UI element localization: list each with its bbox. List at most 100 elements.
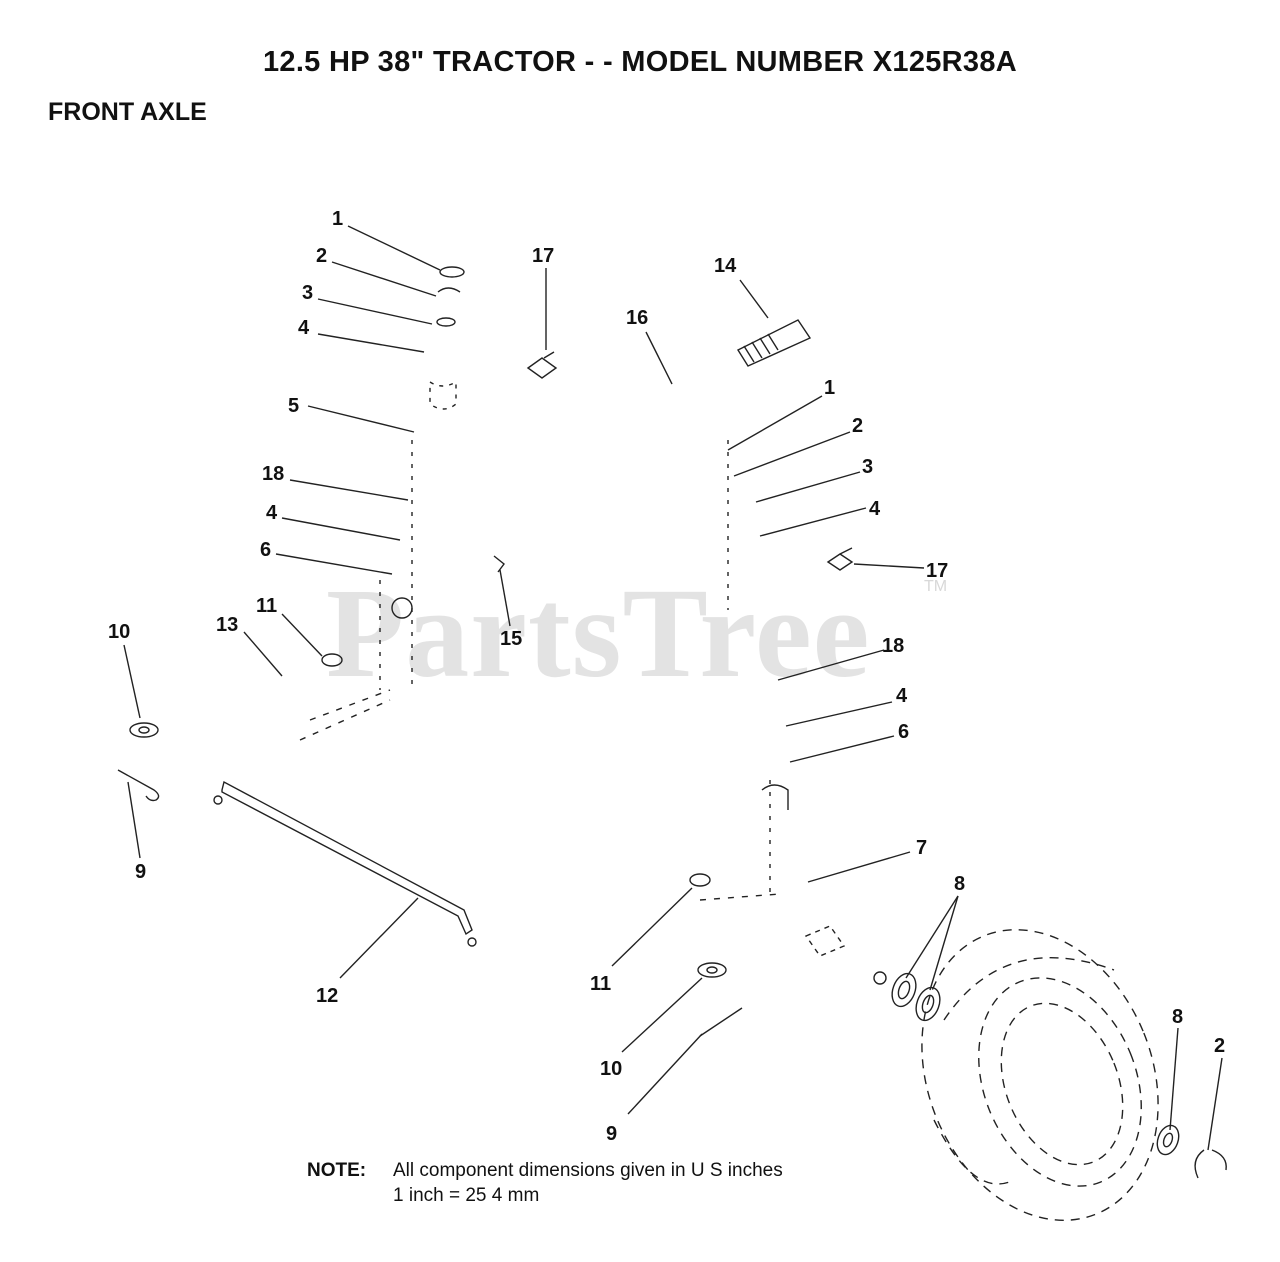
leader-line <box>611 887 693 967</box>
callout-label: 6 <box>260 539 271 561</box>
leader-line <box>1169 1027 1179 1131</box>
leader-line <box>307 405 415 433</box>
callout-label: 2 <box>316 245 327 267</box>
callout-label: 1 <box>332 208 343 230</box>
leader-line <box>289 479 409 501</box>
leader-line <box>789 735 895 763</box>
washer-part <box>1162 1132 1174 1148</box>
callout-label: 4 <box>298 317 310 339</box>
leader-line <box>905 895 959 979</box>
leader-line <box>627 1033 703 1115</box>
note-label: NOTE: <box>307 1160 367 1181</box>
pin-part <box>493 555 505 573</box>
washer-part <box>129 722 159 738</box>
washer-part <box>897 980 911 1000</box>
leader-line <box>733 431 851 477</box>
spindle-part <box>727 440 771 900</box>
leader-line <box>853 563 925 569</box>
callout-label: 7 <box>916 837 927 859</box>
washer-part <box>891 972 917 1008</box>
note-line-2: 1 inch = 25 4 mm <box>393 1185 540 1206</box>
callout-label: 8 <box>1172 1006 1183 1028</box>
bearing-part <box>873 971 887 985</box>
bolt-part <box>736 319 812 367</box>
washer-part <box>1156 1124 1180 1156</box>
wheel-part <box>921 929 1159 1221</box>
callout-label: 5 <box>288 395 299 417</box>
callout-label: 2 <box>1214 1035 1225 1057</box>
washer-part <box>697 962 727 978</box>
callout-label: 11 <box>590 973 611 995</box>
callout-label: 15 <box>500 628 522 650</box>
bushing-part <box>391 597 413 619</box>
leader-line <box>317 333 425 353</box>
callout-label: 9 <box>606 1123 617 1145</box>
cotter-pin-part <box>699 1007 743 1037</box>
leader-line <box>499 569 511 627</box>
bushing-part <box>429 380 457 410</box>
leader-line <box>331 261 437 297</box>
callout-label: 18 <box>882 635 904 657</box>
callout-label: 14 <box>714 255 737 277</box>
section-title: FRONT AXLE <box>48 98 207 126</box>
axle-arm <box>699 893 781 901</box>
leader-line <box>785 701 893 727</box>
leader-line <box>347 225 441 271</box>
retaining-ring-part <box>1194 1149 1227 1179</box>
fitting-part <box>826 547 854 571</box>
leader-line <box>645 331 673 385</box>
callout-label: 17 <box>532 245 554 267</box>
nut-part <box>689 873 711 887</box>
callout-label: 16 <box>626 307 648 329</box>
leader-line <box>621 977 703 1053</box>
tie-rod-end <box>467 937 477 947</box>
leader-line <box>929 895 959 991</box>
page-title: 12.5 HP 38" TRACTOR - - MODEL NUMBER X12… <box>262 46 1018 78</box>
leader-line <box>275 553 393 575</box>
washer-part <box>138 726 150 734</box>
fitting-part <box>526 351 558 379</box>
callout-label: 4 <box>266 502 278 524</box>
callout-label: 8 <box>954 873 965 895</box>
cotter-pin-part <box>117 769 160 802</box>
callout-label: 6 <box>898 721 909 743</box>
callout-label: 12 <box>316 985 338 1007</box>
callout-label: 2 <box>852 415 863 437</box>
callout-label: 4 <box>869 498 881 520</box>
note-text-1: All component dimensions given in U S in… <box>393 1160 783 1181</box>
leader-line <box>243 631 283 677</box>
leader-line <box>777 649 885 681</box>
leader-line <box>339 897 419 979</box>
callout-label: 17 <box>926 560 948 582</box>
leader-line <box>127 781 141 859</box>
callout-label: 18 <box>262 463 284 485</box>
callout-label: 10 <box>108 621 130 643</box>
leader-line <box>281 517 401 541</box>
washer-part <box>706 966 718 974</box>
callout-label: 3 <box>862 456 873 478</box>
leader-line <box>807 851 911 883</box>
leader-line <box>727 395 823 451</box>
washer-part <box>439 266 465 278</box>
leader-line <box>739 279 769 319</box>
note-line-1: NOTE: All component dimensions given in U… <box>307 1158 783 1183</box>
axle-arm <box>299 689 391 741</box>
callout-label: 13 <box>216 614 238 636</box>
bolt-thread <box>743 333 779 363</box>
callout-label: 1 <box>824 377 835 399</box>
callout-label: 10 <box>600 1058 622 1080</box>
spindle-part <box>379 440 413 690</box>
bearing-part <box>804 925 846 957</box>
tie-rod-part <box>221 780 473 936</box>
leader-line <box>281 613 323 657</box>
callout-label: 11 <box>256 595 277 617</box>
leader-line <box>755 471 861 503</box>
tie-rod-end <box>213 795 223 805</box>
leader-line <box>1207 1057 1223 1151</box>
callout-label: 9 <box>135 861 146 883</box>
bushing-part <box>761 784 789 810</box>
callout-label: 3 <box>302 282 313 304</box>
nut-part <box>321 653 343 667</box>
trademark-mark: TM <box>924 578 948 595</box>
